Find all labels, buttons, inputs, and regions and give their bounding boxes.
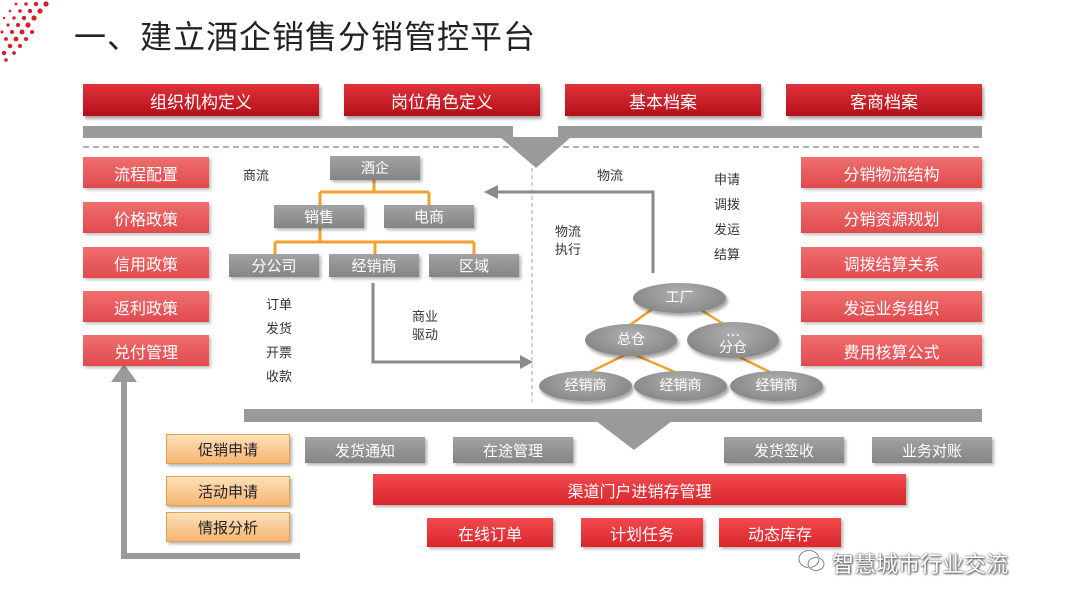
action-dispatch: 发运 [714, 223, 741, 238]
left-box-rebate-policy[interactable]: 返利政策 [83, 291, 209, 322]
logistics-exec-label: 物流 执行 [555, 225, 582, 258]
right-box-resource-planning[interactable]: 分销资源规划 [801, 202, 982, 233]
top-box-org-definition[interactable]: 组织机构定义 [83, 84, 319, 116]
left-box-price-policy[interactable]: 价格政策 [83, 202, 209, 233]
bottom-box-online-order[interactable]: 在线订单 [427, 518, 553, 547]
bottom-box-reconciliation[interactable]: 业务对账 [872, 437, 992, 463]
right-box-shipping-org[interactable]: 发运业务组织 [801, 291, 982, 322]
left-box-process-config[interactable]: 流程配置 [83, 157, 209, 188]
node-dealer-2[interactable]: 经销商 [634, 371, 727, 401]
bottom-gray-bar [244, 409, 982, 422]
corner-dots-logo [0, 1, 49, 62]
action-apply: 申请 [714, 173, 741, 188]
logistics-label: 物流 [597, 169, 624, 184]
warehouse-tree-lines [589, 298, 771, 374]
page-title: 一、建立酒企销售分销管控平台 [74, 18, 537, 56]
right-box-transfer-settlement[interactable]: 调拨结算关系 [801, 247, 982, 278]
commerce-actions: 订单 发货 开票 收款 [266, 294, 292, 390]
top-down-arrow [500, 137, 571, 168]
org-tree-lines [273, 180, 476, 254]
node-main-warehouse[interactable]: 总仓 [585, 324, 677, 356]
node-dealer-3[interactable]: 经销商 [730, 371, 823, 401]
wechat-icon [798, 549, 825, 572]
node-sub-warehouse[interactable]: … 分仓 [687, 322, 779, 358]
node-sales[interactable]: 销售 [274, 205, 364, 228]
top-box-merchant-archive[interactable]: 客商档案 [786, 84, 982, 116]
bottom-box-receipt-confirm[interactable]: 发货签收 [724, 437, 844, 463]
node-region[interactable]: 区域 [429, 254, 519, 277]
bottom-down-arrow [596, 421, 672, 450]
node-ecommerce[interactable]: 电商 [384, 205, 474, 228]
bottom-box-in-transit[interactable]: 在途管理 [453, 437, 573, 463]
action-transfer: 调拨 [714, 198, 741, 213]
node-dealer[interactable]: 经销商 [329, 254, 419, 277]
node-factory[interactable]: 工厂 [633, 283, 726, 313]
left-return-arrow [121, 380, 300, 559]
action-settle: 结算 [714, 248, 741, 263]
watermark-text: 智慧城市行业交流 [832, 553, 1009, 578]
right-box-logistics-structure[interactable]: 分销物流结构 [801, 157, 982, 188]
top-box-basic-archive[interactable]: 基本档案 [565, 84, 761, 116]
top-box-role-definition[interactable]: 岗位角色定义 [344, 84, 540, 116]
bottom-box-ship-notice[interactable]: 发货通知 [305, 437, 425, 463]
action-ship: 发货 [266, 322, 293, 337]
commerce-flow-label: 商流 [243, 169, 270, 184]
bottom-box-dynamic-inventory[interactable]: 动态库存 [719, 518, 841, 547]
action-order: 订单 [266, 298, 293, 313]
top-gray-bar-left [83, 126, 513, 138]
action-collect: 收款 [266, 370, 293, 385]
right-box-cost-formula[interactable]: 费用核算公式 [801, 335, 982, 366]
top-gray-bar-right [558, 126, 982, 138]
action-invoice: 开票 [266, 346, 293, 361]
node-liquor-enterprise[interactable]: 酒企 [330, 156, 420, 180]
commerce-drive-arrow [371, 283, 520, 364]
node-branch[interactable]: 分公司 [229, 254, 319, 277]
channel-portal-bar[interactable]: 渠道门户进销存管理 [373, 474, 906, 505]
commerce-driver-label: 商业 驱动 [412, 310, 439, 343]
orange-box-activity-request[interactable]: 活动申请 [166, 476, 290, 506]
bottom-box-plan-task[interactable]: 计划任务 [581, 518, 703, 547]
left-box-redemption-mgmt[interactable]: 兑付管理 [83, 335, 209, 366]
logistics-actions: 申请 调拨 发运 结算 [714, 168, 740, 268]
node-dealer-1[interactable]: 经销商 [539, 371, 632, 401]
orange-box-promotion-request[interactable]: 促销申请 [166, 434, 290, 464]
left-box-credit-policy[interactable]: 信用政策 [83, 247, 209, 278]
logistics-exec-arrow [498, 190, 655, 273]
orange-box-intel-analysis[interactable]: 情报分析 [166, 512, 290, 542]
